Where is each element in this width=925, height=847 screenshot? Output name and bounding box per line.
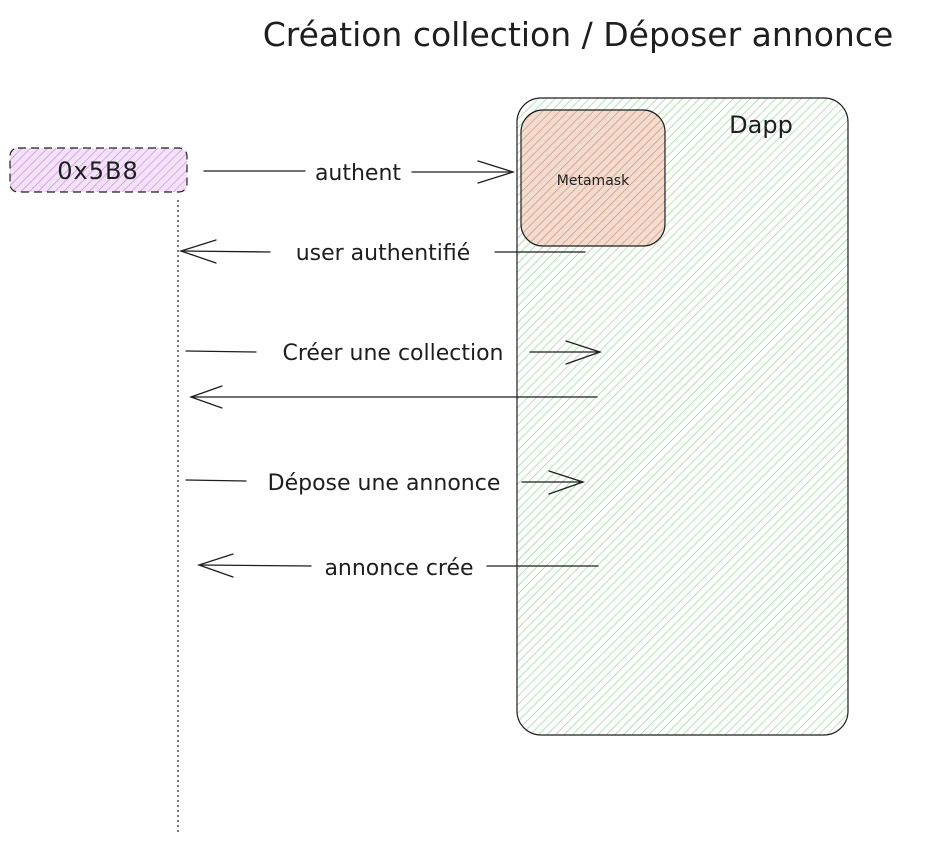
metamask-label: Metamask bbox=[557, 173, 630, 189]
message-depose-annonce: Dépose une annonce bbox=[185, 470, 586, 496]
message-return-collection bbox=[189, 385, 598, 409]
message-label-user-authentifie: user authentifié bbox=[296, 241, 471, 266]
message-creer-collection: Créer une collection bbox=[185, 340, 603, 366]
actor-box: 0x5B8 bbox=[9, 147, 188, 193]
message-label-authent: authent bbox=[315, 161, 401, 186]
message-label-creer-collection: Créer une collection bbox=[283, 341, 504, 366]
message-label-annonce-cree: annonce crée bbox=[324, 556, 473, 581]
dapp-container: Dapp bbox=[516, 97, 849, 736]
message-user-authentifie: user authentifié bbox=[178, 239, 586, 266]
message-label-depose-annonce: Dépose une annonce bbox=[268, 471, 501, 496]
dapp-label: Dapp bbox=[729, 111, 793, 139]
actor-label: 0x5B8 bbox=[57, 157, 138, 185]
message-authent: authent bbox=[203, 160, 516, 186]
metamask-box: Metamask bbox=[520, 109, 666, 247]
message-annonce-cree: annonce crée bbox=[196, 553, 599, 581]
diagram-title: Création collection / Déposer annonce bbox=[263, 15, 894, 54]
